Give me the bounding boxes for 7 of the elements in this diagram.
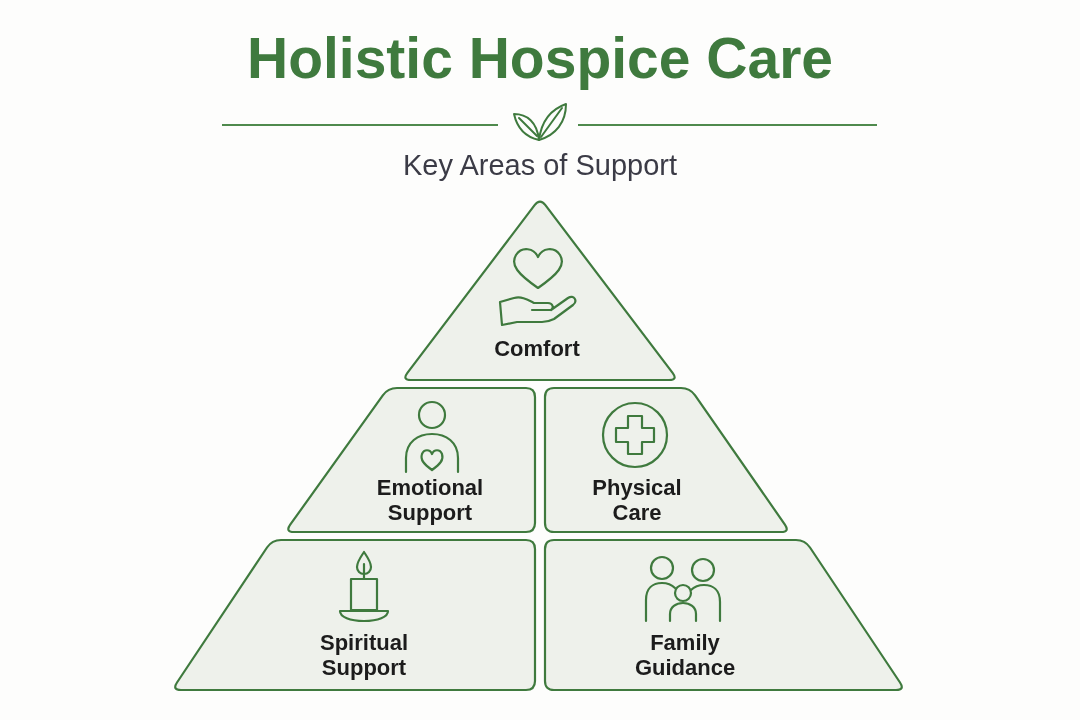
segment-label: Spiritual Support xyxy=(320,629,408,681)
segment-label: Family Guidance xyxy=(634,629,736,681)
segment-label: Comfort xyxy=(494,335,580,361)
segment-label: Emotional Support xyxy=(376,474,484,526)
subtitle: Key Areas of Support xyxy=(402,149,678,181)
segment-label: Physical Care xyxy=(592,474,682,526)
title: Holistic Hospice Care xyxy=(247,26,833,90)
